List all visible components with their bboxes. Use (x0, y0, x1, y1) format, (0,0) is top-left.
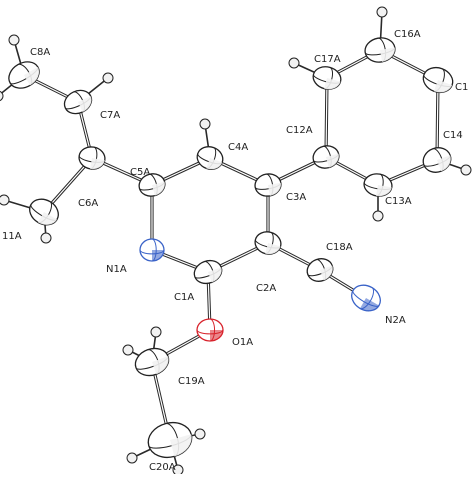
ellipsoid-octant (152, 181, 165, 196)
hydrogen-atom (199, 118, 211, 130)
hydrogen-atom (372, 210, 384, 222)
atom-c16a (364, 37, 396, 63)
atom-label-c8a: C8A (30, 47, 50, 58)
atom-label-n2a: N2A (385, 315, 406, 326)
atom-label-c5a: C5A (130, 167, 150, 178)
atom-c1a (193, 259, 223, 285)
atom-c4a (196, 146, 224, 170)
ellipsoid-octant (170, 434, 192, 457)
bond-highlight-C17A-C12A (325, 77, 328, 158)
atom-label-c13a: C13A (385, 196, 412, 207)
atom-label-c12a: C12A (286, 125, 313, 136)
atom-c11a (29, 198, 59, 226)
ellipsoid-octant (437, 155, 451, 172)
atom-c17a (312, 66, 342, 90)
atom-c8a (8, 61, 40, 89)
atom-label-c14a: C14 (443, 130, 463, 141)
atom-c2a (254, 231, 282, 255)
atom-label-c18a: C18A (326, 242, 353, 253)
atom-o1a (196, 318, 224, 342)
atom-label-c19a: C19A (178, 376, 205, 387)
atom-label-c20a: C20A (149, 462, 176, 473)
ellipsoid-octant (78, 96, 92, 112)
atom-c14a (422, 147, 452, 173)
ellipsoid-octant (90, 158, 105, 170)
hydrogen-atom (288, 57, 300, 69)
atom-label-c16a: C16A (394, 29, 421, 40)
hydrogen-bond-layer (0, 11, 467, 471)
ellipsoid-octant (152, 356, 169, 375)
hydrogen-atom (0, 90, 4, 102)
hydrogen-atom (8, 34, 20, 46)
label-layer: C1A C2A C3A C4A C5A N1A C6A C7A C8A 11A C12A C13A C1… (2, 29, 468, 473)
ellipsoid-octant (206, 158, 223, 170)
atom-label-c3a: C3A (286, 192, 306, 203)
hydrogen-atom (126, 452, 138, 464)
ellipsoid-octant (320, 265, 333, 281)
atom-layer (8, 37, 454, 459)
atom-n1a (139, 238, 165, 262)
atom-c19a (134, 347, 170, 377)
atom-c7a (63, 89, 93, 115)
ellipsoid-octant (376, 185, 392, 197)
atom-label-o1a: O1A (232, 337, 253, 348)
hydrogen-atom (0, 194, 10, 206)
ellipsoid-octant (433, 80, 453, 93)
hydrogen-atom (150, 326, 162, 338)
atom-n2a (351, 284, 381, 312)
ellipsoid-octant (360, 298, 379, 311)
hydrogen-layer (0, 6, 472, 476)
ellipsoid-octant (265, 243, 281, 255)
atom-label-c17a: C17A (314, 54, 341, 65)
hydrogen-atom (102, 72, 114, 84)
ellipsoid-octant (24, 67, 40, 86)
hydrogen-atom (122, 344, 134, 356)
hydrogen-atom (460, 164, 472, 176)
ellipsoid-octant (210, 330, 223, 341)
hydrogen-atom (40, 232, 52, 244)
atom-c12a (312, 145, 340, 169)
ellipsoid-octant (268, 182, 281, 196)
atom-label-c1a: C1A (174, 292, 194, 303)
atom-c5a (138, 173, 166, 197)
atom-label-c15a: C1 (455, 82, 468, 93)
atom-label-c7a: C7A (100, 110, 120, 121)
ellipsoid-octant (324, 78, 341, 90)
atom-c15a (422, 66, 454, 94)
atom-c20a (147, 421, 193, 459)
ellipsoid-octant (152, 250, 164, 261)
atom-c13a (363, 173, 393, 197)
ellipsoid-octant (38, 212, 57, 225)
atom-label-c2a: C2A (256, 283, 276, 294)
atom-c3a (254, 173, 282, 197)
atom-label-c4a: C4A (228, 142, 248, 153)
atom-label-n1a: N1A (106, 264, 127, 275)
ellipsoid-octant (380, 47, 395, 62)
hydrogen-atom (376, 6, 388, 18)
atom-c6a (78, 146, 106, 170)
ellipsoid-octant (208, 267, 222, 283)
atom-label-c6a: C6A (78, 198, 98, 209)
hydrogen-atom (194, 428, 206, 440)
atom-c18a (306, 258, 334, 282)
atom-label-c11a: 11A (2, 231, 22, 242)
ellipsoid-octant (326, 153, 339, 168)
bond-highlight-C14A-C15A (436, 79, 439, 161)
